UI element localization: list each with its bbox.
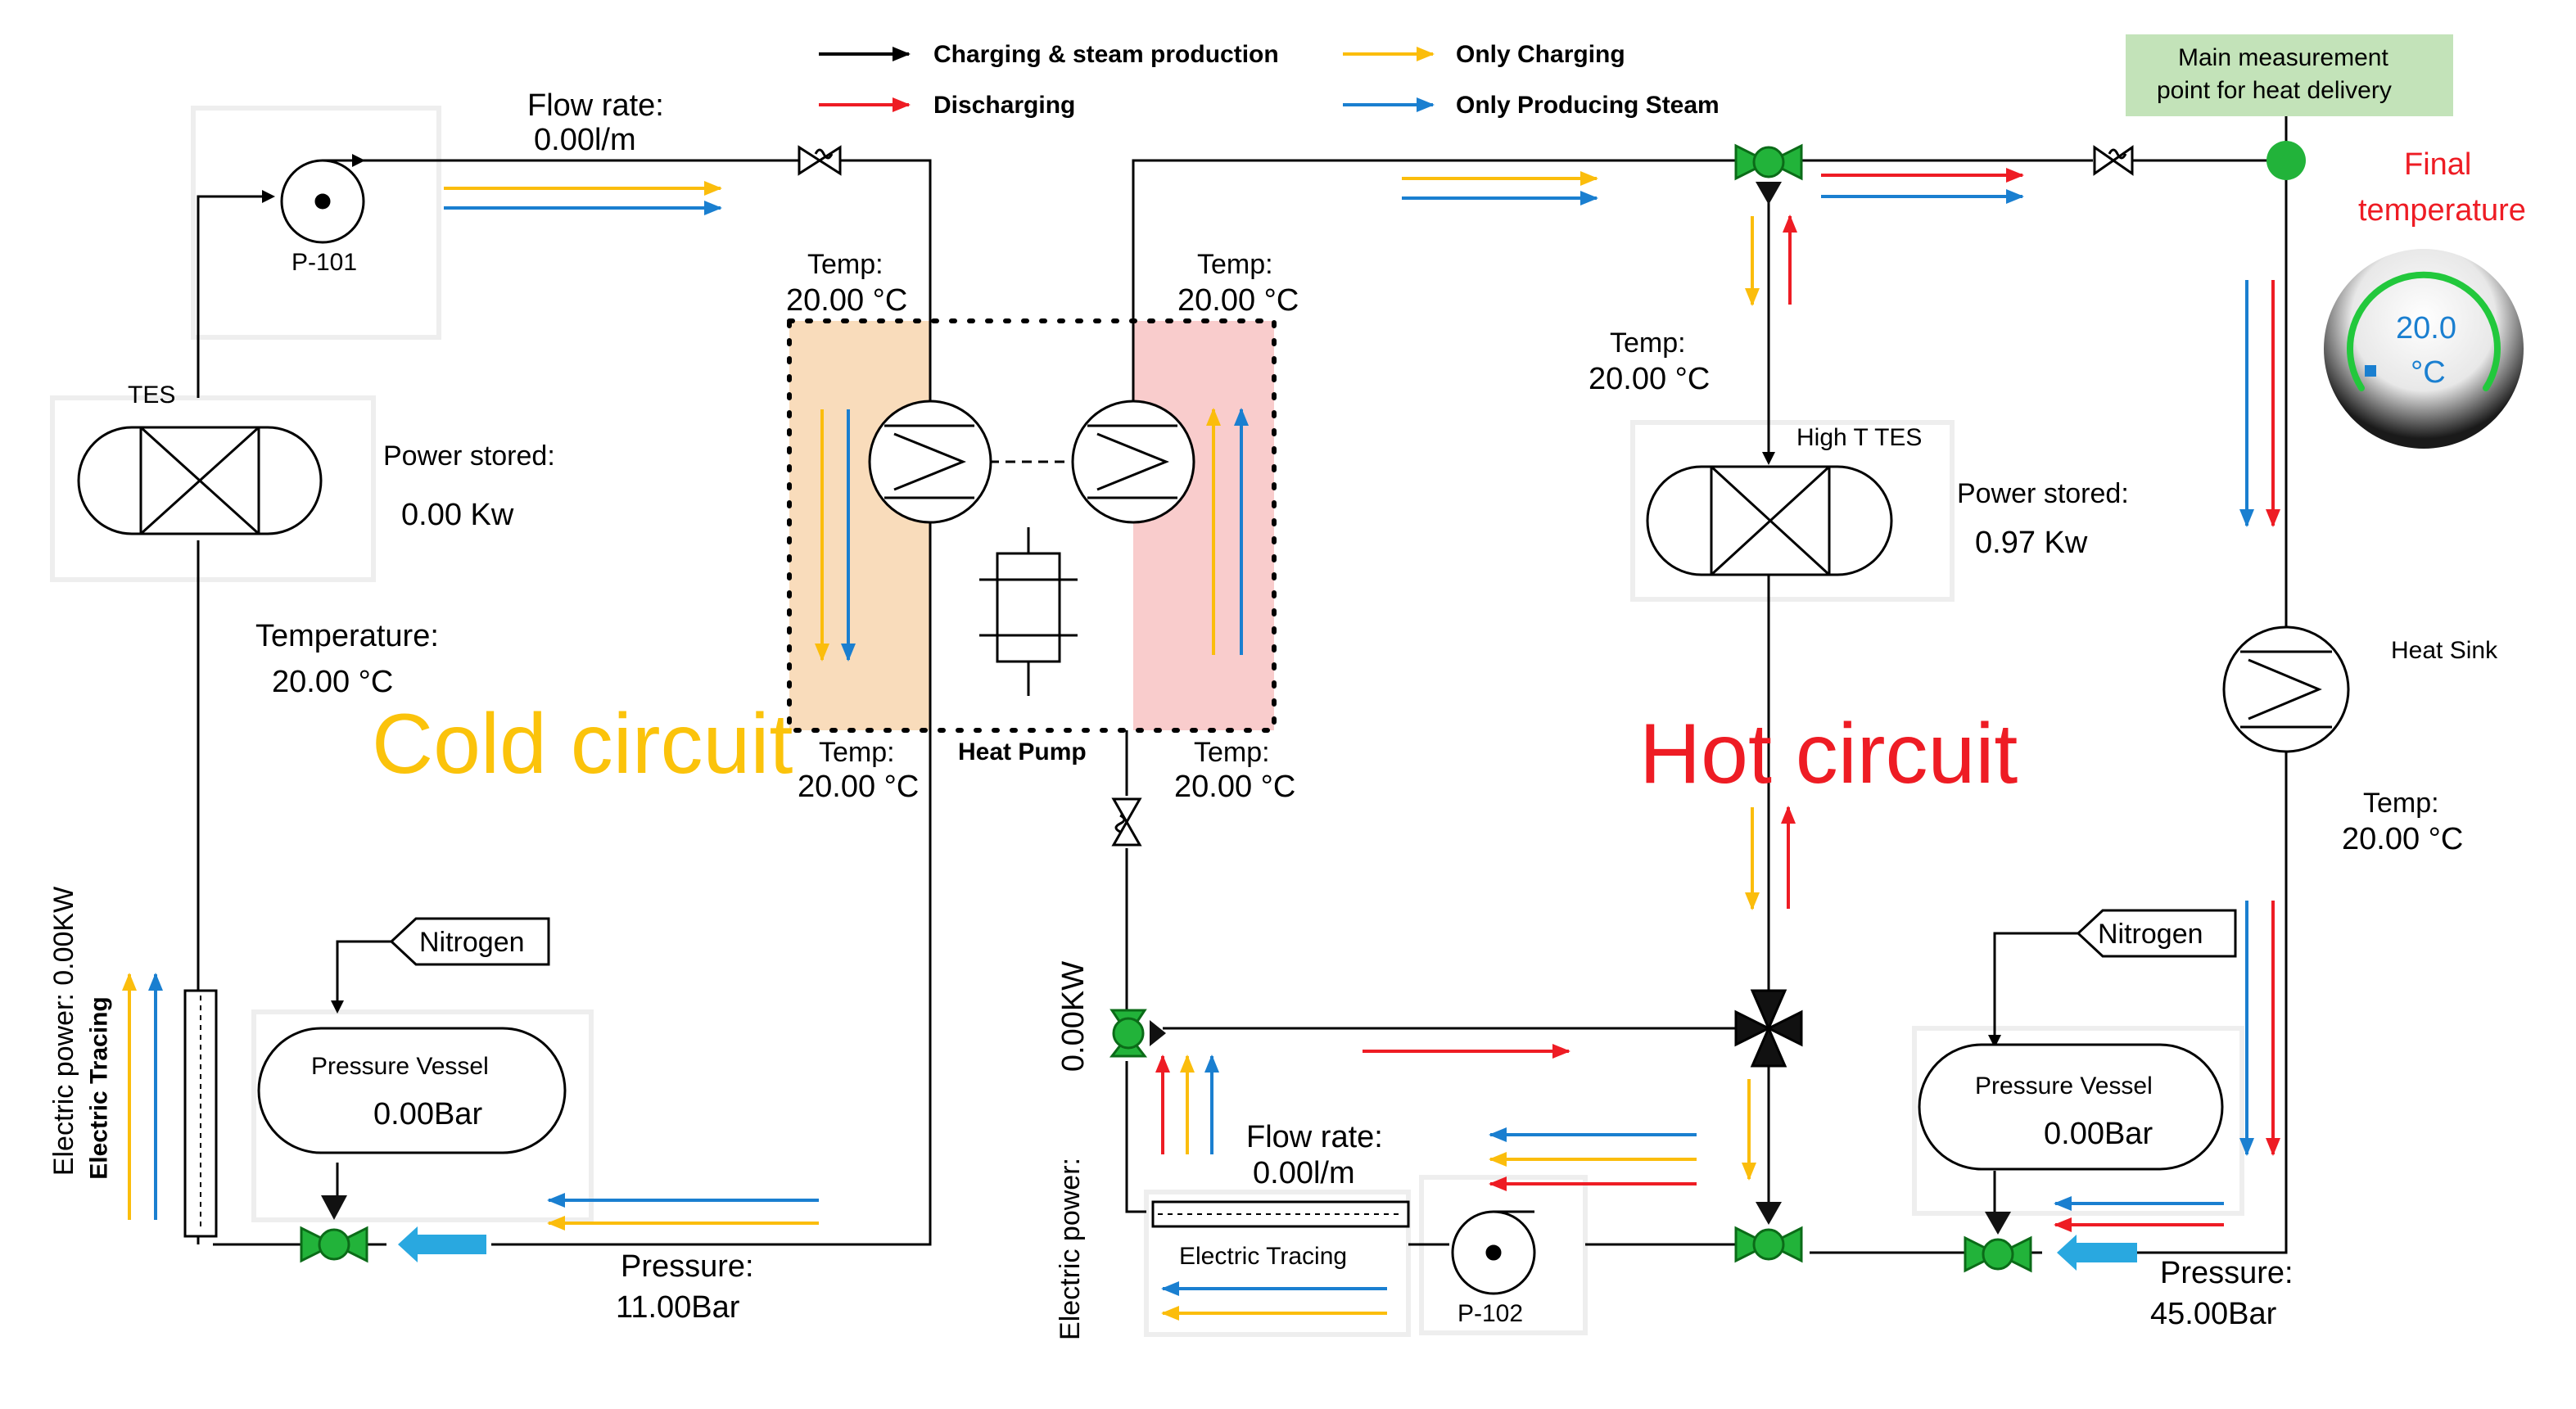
condenser-icon xyxy=(1071,400,1195,524)
tes-label: TES xyxy=(128,382,176,409)
hp-temp-label-br: Temp: xyxy=(1194,737,1270,768)
manual-valve-icon xyxy=(798,145,842,176)
cold-inlet-arrow-icon xyxy=(398,1226,486,1262)
compressor-icon xyxy=(979,552,1078,663)
gauge-unit: °C xyxy=(2411,355,2446,390)
hp-temp-evap-out: 20.00 °C xyxy=(798,770,920,804)
hot-flow-label: Flow rate: xyxy=(1246,1120,1383,1154)
cold-circuit-label: Cold circuit xyxy=(372,697,793,792)
hot-electric-power-value: 0.00KW xyxy=(1056,960,1091,1073)
hp-temp-label-tl: Temp: xyxy=(807,249,884,280)
measurement-label-1: Main measurement xyxy=(2178,44,2388,71)
pump-p102-icon xyxy=(1451,1210,1536,1295)
hot-temp-top: 20.00 °C xyxy=(1589,362,1711,396)
legend-charging-steam: Charging & steam production xyxy=(933,41,1279,68)
hot-sink-temp-label: Temp: xyxy=(2363,788,2439,819)
heat-sink-exchanger-icon xyxy=(2222,625,2350,753)
cold-pressure-label: Pressure: xyxy=(621,1249,754,1284)
hp-temp-cond-in: 20.00 °C xyxy=(1174,770,1296,804)
high-t-tes-label: High T TES xyxy=(1796,424,1923,451)
hp-temp-cond-out: 20.00 °C xyxy=(1177,283,1299,318)
hot-circuit-label: Hot circuit xyxy=(1639,707,2018,802)
legend-only-steam: Only Producing Steam xyxy=(1456,92,1720,119)
measurement-point-icon xyxy=(2266,141,2306,180)
heat-sink-label: Heat Sink xyxy=(2391,637,2498,664)
heat-pump-boundary xyxy=(787,318,1277,733)
cold-temperature-value: 20.00 °C xyxy=(272,665,394,699)
measurement-point-box xyxy=(2126,34,2453,116)
p101-label: P-101 xyxy=(291,249,358,276)
hot-pressure-value: 45.00Bar xyxy=(2150,1297,2277,1331)
manual-valve-icon xyxy=(1111,797,1142,847)
gauge-value: 20.0 xyxy=(2396,311,2456,345)
cold-nitrogen: Nitrogen xyxy=(419,927,525,958)
cold-vessel-label: Pressure Vessel xyxy=(311,1053,489,1080)
cold-temperature-label: Temperature: xyxy=(255,619,439,653)
hot-vessel-value: 0.00Bar xyxy=(2044,1117,2153,1151)
cold-electric-tracing: Electric Tracing xyxy=(85,996,113,1180)
cold-electric-power: Electric power: 0.00KW xyxy=(48,886,80,1176)
measurement-label-2: point for heat delivery xyxy=(2157,77,2392,104)
cold-zone xyxy=(789,321,930,730)
heat-pump-label: Heat Pump xyxy=(958,738,1087,765)
hp-temp-label-bl: Temp: xyxy=(819,737,895,768)
hot-inlet-arrow-icon xyxy=(2057,1235,2137,1271)
cold-pressure-value: 11.00Bar xyxy=(616,1290,740,1325)
high-t-tes-icon xyxy=(1646,465,1893,576)
final-temp-label-2: temperature xyxy=(2358,193,2526,228)
evaporator-icon xyxy=(868,400,992,524)
cold-flow-label: Flow rate: xyxy=(527,88,664,123)
cold-power-stored-label: Power stored: xyxy=(383,440,555,472)
hot-electric-tracing: Electric Tracing xyxy=(1179,1243,1348,1270)
cold-power-stored-value: 0.00 Kw xyxy=(401,498,514,532)
final-temperature-gauge xyxy=(2324,249,2524,449)
hot-vessel-label: Pressure Vessel xyxy=(1975,1073,2153,1100)
cold-flow-value: 0.00l/m xyxy=(534,123,636,157)
hot-mid-valve-icon xyxy=(1734,989,1803,1068)
legend-discharging: Discharging xyxy=(933,92,1076,119)
manual-valve-icon xyxy=(2093,145,2134,176)
hot-nitrogen: Nitrogen xyxy=(2098,919,2203,950)
hot-sink-temp: 20.00 °C xyxy=(2342,822,2464,856)
final-temp-label-1: Final xyxy=(2404,147,2472,182)
hp-temp-evap-in: 20.00 °C xyxy=(786,283,908,318)
hot-power-stored-value: 0.97 Kw xyxy=(1975,526,2088,560)
hot-temp-label: Temp: xyxy=(1610,327,1686,359)
p102-label: P-102 xyxy=(1457,1300,1524,1327)
tes-tank-icon xyxy=(77,426,323,535)
nitrogen-tag-icon xyxy=(389,909,2237,966)
hp-temp-label-tr: Temp: xyxy=(1197,249,1273,280)
hot-electric-power-label: Electric power: xyxy=(1054,1158,1086,1340)
cold-pressure-vessel-icon xyxy=(257,1027,567,1154)
hot-power-stored-label: Power stored: xyxy=(1957,478,2129,509)
hot-flow-value: 0.00l/m xyxy=(1253,1156,1355,1190)
pump-p101-icon xyxy=(280,159,367,244)
hot-pressure-label: Pressure: xyxy=(2160,1256,2294,1290)
hot-zone xyxy=(1133,321,1274,730)
cold-vessel-value: 0.00Bar xyxy=(373,1097,483,1131)
legend-only-charging: Only Charging xyxy=(1456,41,1625,68)
hot-pressure-vessel-icon xyxy=(1918,1043,2224,1171)
